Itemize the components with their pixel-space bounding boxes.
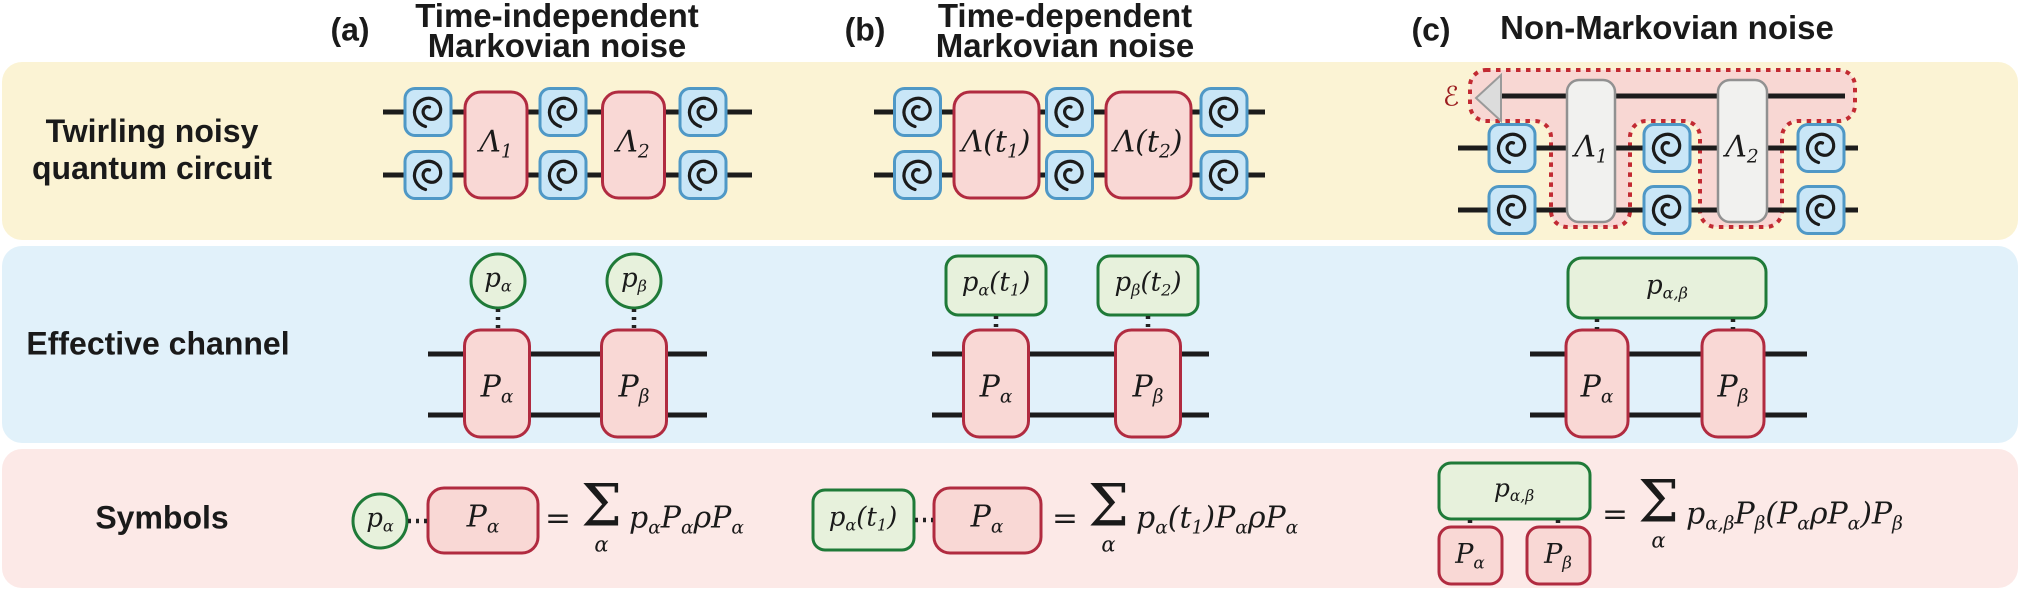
formula-b: = Σ α pα(t1)PαρPα [1052, 471, 1299, 557]
prob-c-label: pα,β [1646, 270, 1688, 303]
prob-b2-label: pβ(t2) [1114, 267, 1182, 300]
symbol-prob-b-label: pα(t1) [828, 502, 898, 535]
pauli-boxes [463, 328, 1766, 439]
twirl-gate-icon [1642, 184, 1692, 236]
row-label-line1: Twirling noisy [45, 113, 259, 149]
twirl-gate-icon [1796, 122, 1846, 174]
panel-c-title-line1: Non-Markovian noise [1500, 9, 1834, 46]
noise-gate-c1-label: Λ1 [1574, 129, 1608, 168]
noise-gate-c1 [1565, 78, 1617, 224]
twirl-gate-icon [678, 149, 728, 201]
panel-c-title: Non-Markovian noise [1500, 9, 1834, 46]
twirl-gate-icon [403, 149, 453, 201]
pauli-c2-label: Pβ [1717, 369, 1749, 408]
panel-b-tag: (b) [844, 11, 886, 48]
formula-a: = Σ α pαPαρPα [545, 471, 744, 557]
twirl-gate-icon [1487, 122, 1537, 174]
summation: Σ α [580, 471, 622, 557]
pauli-b1-label: Pα [979, 369, 1013, 408]
noise-gate-b1-label: Λ(t1) [961, 124, 1031, 163]
sigma-symbol: Σ [1637, 467, 1679, 536]
noise-gate-c2 [1716, 78, 1769, 224]
sigma-symbol: Σ [1087, 471, 1129, 540]
row-label-effective-channel: Effective channel [26, 325, 290, 362]
panel-b-title-line1: Time-dependent [937, 0, 1193, 34]
sigma-subscript: α [1651, 528, 1666, 553]
equals-sign: = [1602, 497, 1628, 533]
symbol-pauli-c2-label: Pβ [1544, 538, 1572, 573]
symbol-shapes [351, 461, 1592, 586]
noise-gates [463, 90, 1193, 200]
symbol-prob-c-label: pα,β [1493, 473, 1535, 506]
noise-gate-c2-label: Λ2 [1725, 129, 1759, 168]
panel-a-title-line2: Markovian noise [427, 27, 687, 64]
environment-label: ℰ [1442, 81, 1460, 113]
symbol-prob-a-label: pα [366, 503, 394, 536]
formula-terms: pα(t1)PαρPα [1136, 500, 1299, 539]
noise-gate-a1-label: Λ1 [479, 124, 513, 163]
equals-sign: = [1052, 501, 1078, 537]
panel-b-title-line2: Markovian noise [935, 27, 1195, 64]
formula-c: = Σ α pα,βPβ(PαρPα)Pβ [1602, 467, 1903, 553]
row-label-twirling-circuit: Twirling noisy quantum circuit [32, 113, 272, 187]
environment-triangle-icon [1474, 72, 1502, 124]
noise-gate-b2-label: Λ(t2) [1113, 124, 1183, 163]
twirl-gate-icon [538, 86, 588, 138]
twirl-gate-icon [892, 86, 943, 138]
symbol-pauli-b-label: Pα [970, 499, 1004, 538]
sigma-symbol: Σ [580, 471, 622, 540]
twirl-gate-icon [1199, 86, 1249, 138]
sigma-subscript: α [1101, 532, 1116, 557]
twirl-gate-icon [1044, 86, 1095, 138]
dotted-connectors [408, 309, 1736, 526]
noise-gate-a2-label: Λ2 [616, 124, 650, 163]
row-label-symbols: Symbols [95, 499, 229, 536]
prob-a1-label: pα [484, 263, 512, 296]
formula-terms: pα,βPβ(PαρPα)Pβ [1686, 496, 1903, 535]
summation: Σ α [1637, 467, 1679, 553]
twirl-gate-icon [1796, 184, 1846, 236]
symbol-pauli-a-label: Pα [466, 499, 500, 538]
pauli-c1-label: Pα [1580, 369, 1614, 408]
formula-terms: pαPαρPα [629, 500, 744, 539]
sigma-subscript: α [594, 532, 609, 557]
twirl-gate-icon [403, 86, 453, 138]
symbol-pauli-c1-label: Pα [1455, 538, 1485, 573]
twirl-gate-icon [892, 149, 943, 201]
prob-b1-label: pα(t1) [961, 267, 1031, 300]
twirl-gate-icon [538, 149, 588, 201]
panel-c-tag: (c) [1411, 11, 1451, 48]
twirl-gate-icon [678, 86, 728, 138]
twirl-gate-icon [1642, 122, 1692, 174]
twirl-gate-icon [1044, 149, 1095, 201]
equals-sign: = [545, 501, 571, 537]
panel-a-title-line1: Time-independent [415, 0, 699, 34]
summation: Σ α [1087, 471, 1129, 557]
twirl-gate-icon [1487, 184, 1537, 236]
prob-a2-label: pβ [621, 263, 647, 296]
pauli-a1-label: Pα [480, 369, 514, 408]
row-label-line2: quantum circuit [31, 150, 273, 186]
pauli-a2-label: Pβ [618, 369, 650, 408]
twirl-gate-icon [1199, 149, 1249, 201]
panel-b-title: Time-dependent Markovian noise [935, 0, 1195, 64]
probability-bubbles [469, 252, 1768, 320]
pauli-b2-label: Pβ [1132, 369, 1164, 408]
panel-a-tag: (a) [330, 11, 370, 48]
panel-a-title: Time-independent Markovian noise [415, 0, 699, 64]
